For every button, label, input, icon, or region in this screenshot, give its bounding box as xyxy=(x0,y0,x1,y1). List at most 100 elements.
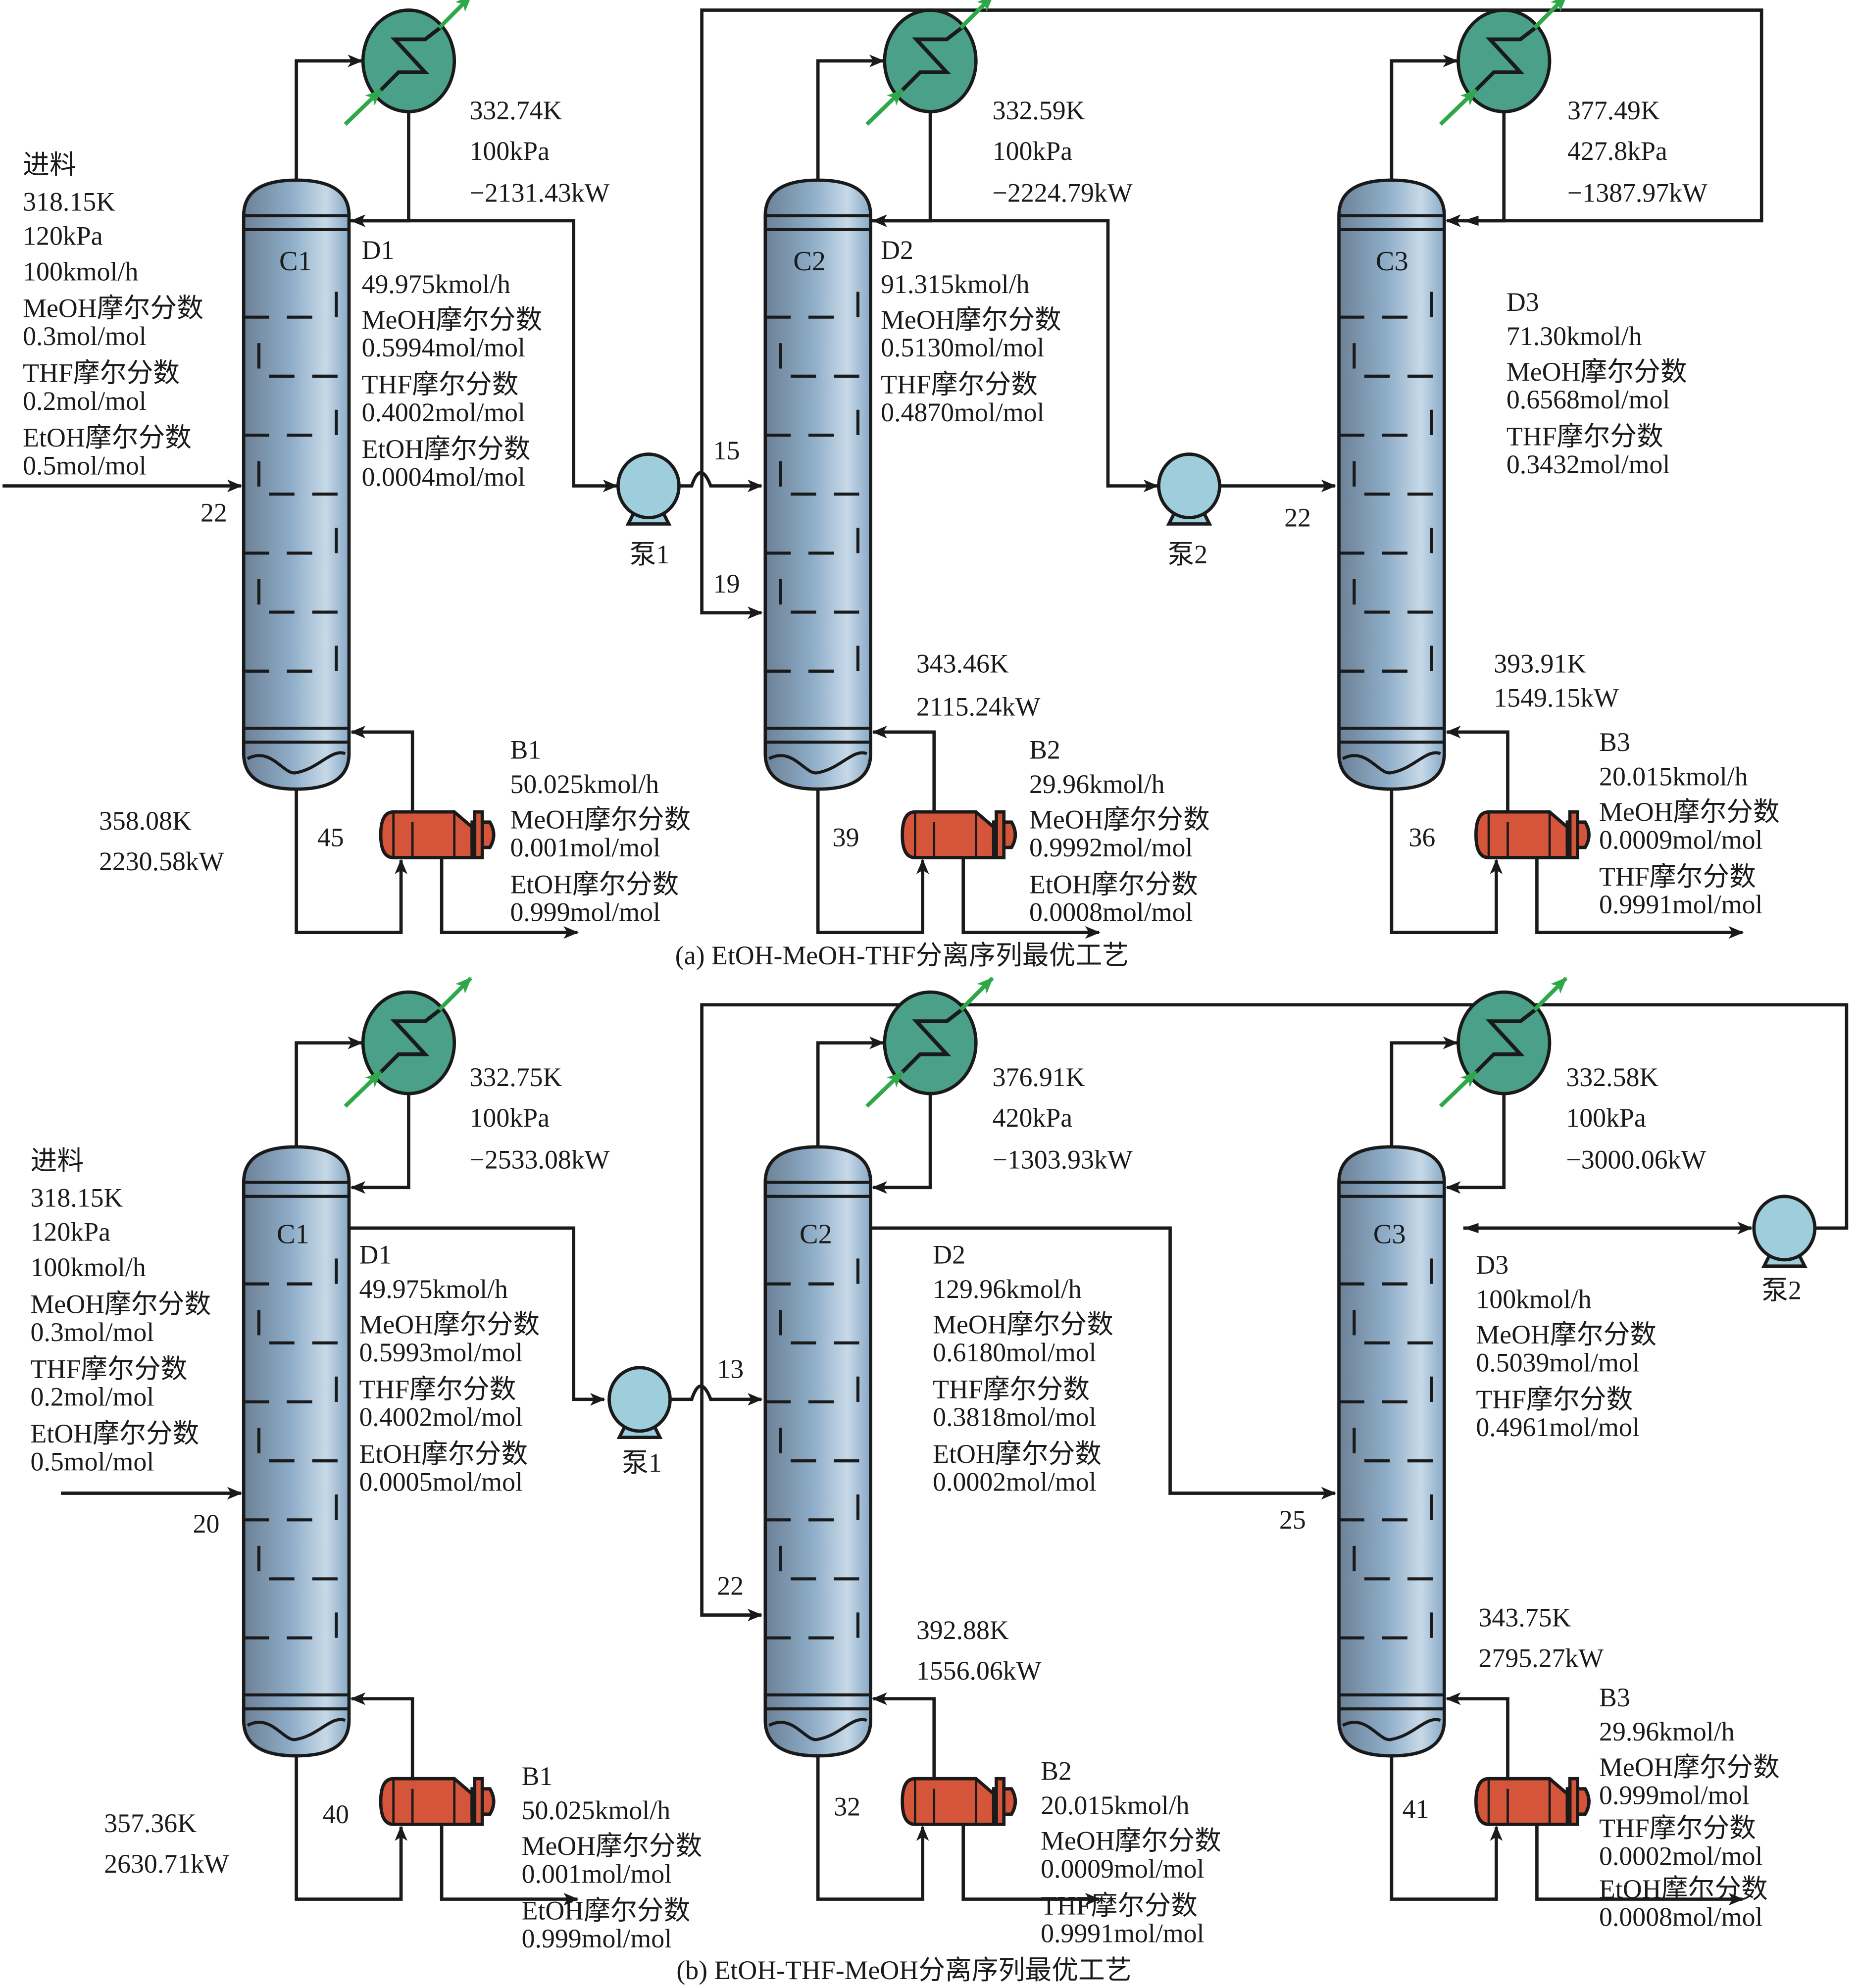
distillate-component-value: 0.6180mol/mol xyxy=(933,1338,1096,1367)
tray xyxy=(1353,461,1445,496)
reboiler-temperature: 358.08K xyxy=(99,806,192,836)
condenser-coil xyxy=(897,1007,965,1078)
reflux-line xyxy=(872,111,932,227)
sump-liquid-line xyxy=(768,751,867,775)
bottoms-component-value: 0.001mol/mol xyxy=(522,1859,672,1889)
bottoms-component-value: 0.0002mol/mol xyxy=(1599,1841,1762,1871)
tray xyxy=(257,1428,349,1463)
tray xyxy=(244,1605,338,1640)
feed-stage-number: 22 xyxy=(201,497,227,527)
tray xyxy=(765,1487,860,1522)
sump-liquid-line xyxy=(768,1718,867,1741)
tray xyxy=(765,1250,860,1286)
reflux-line xyxy=(872,1093,932,1194)
reboiler-2 xyxy=(901,1777,1017,1826)
distillate-component-label: THF摩尔分数 xyxy=(359,1374,516,1404)
tray xyxy=(257,1545,349,1581)
feed-temperature: 318.15K xyxy=(23,187,115,216)
distillate-component-label: EtOH摩尔分数 xyxy=(933,1439,1102,1469)
bottoms-component-value: 0.001mol/mol xyxy=(510,833,661,862)
bottoms-name: B2 xyxy=(1029,735,1060,765)
distillate-component-value: 0.4961mol/mol xyxy=(1476,1412,1639,1442)
feed-stage-number: 20 xyxy=(193,1509,220,1539)
reboiler-feed-line xyxy=(1390,1755,1503,1901)
coolant-in-arrow-icon xyxy=(865,1070,904,1108)
condenser-pressure: 100kPa xyxy=(1566,1103,1646,1133)
distillate-component-value: 0.3818mol/mol xyxy=(933,1402,1096,1432)
tray xyxy=(765,402,860,437)
bottoms-component-value: 0.9991mol/mol xyxy=(1041,1919,1204,1948)
distillate-component-label: THF摩尔分数 xyxy=(1476,1385,1633,1414)
distillate-component-value: 0.5994mol/mol xyxy=(362,333,525,362)
coolant-out-arrow-icon xyxy=(1533,0,1567,30)
tray xyxy=(244,1250,338,1286)
distillate-component-label: MeOH摩尔分数 xyxy=(1506,357,1687,387)
d1-to-pump1-line xyxy=(349,219,618,493)
coolant-out-arrow-icon xyxy=(959,977,994,1011)
column-c3 xyxy=(1337,1145,1446,1758)
figure-caption: (b) EtOH-THF-MeOH分离序列最优工艺 xyxy=(676,1955,1131,1985)
sump-liquid-line xyxy=(247,751,346,775)
distillate-name: D3 xyxy=(1476,1250,1508,1280)
condenser-temperature: 332.75K xyxy=(470,1062,562,1092)
tray xyxy=(1339,1487,1433,1522)
total-stages-number: 41 xyxy=(1403,1794,1429,1824)
tray xyxy=(244,520,338,555)
overhead-vapor-line xyxy=(295,54,363,180)
bottoms-component-label: EtOH摩尔分数 xyxy=(1029,869,1198,899)
condenser-pressure: 100kPa xyxy=(993,136,1073,166)
reboiler-duty: 2115.24kW xyxy=(916,692,1041,721)
column-c1 xyxy=(242,1145,351,1758)
total-stages-number: 45 xyxy=(317,822,344,852)
reboiler-feed-line xyxy=(295,1755,407,1901)
column-name: C3 xyxy=(1376,246,1408,277)
reboiler-feed-line xyxy=(816,789,929,935)
condenser-temperature: 377.49K xyxy=(1567,96,1660,125)
reboiler-temperature: 357.36K xyxy=(104,1808,197,1838)
reboiler-1 xyxy=(379,1777,496,1826)
condenser-coil xyxy=(897,25,965,96)
reboiler-duty: 1549.15kW xyxy=(1494,683,1619,713)
bottoms-name: B3 xyxy=(1599,1683,1630,1712)
reboiler-feed-line xyxy=(1390,789,1503,935)
reboiler-feed-line xyxy=(816,1755,929,1901)
bottoms-component-label: MeOH摩尔分数 xyxy=(1041,1826,1221,1856)
distillate-name: D1 xyxy=(362,235,395,265)
distillate-component-value: 0.0002mol/mol xyxy=(933,1467,1096,1496)
recycle-line xyxy=(700,1003,1849,1622)
reboiler-3 xyxy=(1474,810,1591,859)
distillate-component-label: THF摩尔分数 xyxy=(362,369,519,399)
column-c1 xyxy=(242,178,351,791)
bottoms-component-label: MeOH摩尔分数 xyxy=(510,805,691,835)
tray xyxy=(244,1369,338,1404)
tray xyxy=(1353,1428,1445,1463)
label-layer: 进料318.15K120kPa100kmol/hMeOH摩尔分数0.3mol/m… xyxy=(23,96,1802,1985)
feed-stage-number: 25 xyxy=(1279,1505,1306,1535)
boilup-line xyxy=(350,725,414,812)
figure-caption: (a) EtOH-MeOH-THF分离序列最优工艺 xyxy=(675,941,1129,970)
feed-stage-number: 19 xyxy=(713,569,740,598)
feed-title: 进料 xyxy=(31,1146,84,1176)
column-name: C2 xyxy=(800,1219,832,1250)
reboiler-2 xyxy=(901,810,1017,859)
coolant-in-arrow-icon xyxy=(1439,1070,1478,1108)
reflux-line xyxy=(1445,111,1506,227)
tray xyxy=(257,461,349,496)
reboiler-duty: 2795.27kW xyxy=(1479,1643,1604,1673)
pipe-layer xyxy=(2,8,1849,1906)
condenser-1 xyxy=(344,977,472,1108)
distillate-component-label: THF摩尔分数 xyxy=(881,369,1038,399)
pump-icon xyxy=(607,1366,672,1433)
condenser-temperature: 376.91K xyxy=(993,1062,1085,1092)
condenser-coil xyxy=(375,1007,443,1078)
boilup-line xyxy=(872,725,936,812)
bottoms-component-label: MeOH摩尔分数 xyxy=(522,1831,703,1861)
distillate-component-value: 0.4870mol/mol xyxy=(881,398,1044,427)
bottoms-component-value: 0.0008mol/mol xyxy=(1599,1902,1762,1932)
distillate-component-label: THF摩尔分数 xyxy=(1506,422,1663,451)
feed-title: 进料 xyxy=(23,150,76,180)
reboiler-flange xyxy=(995,1777,1006,1826)
sump-liquid-line xyxy=(1342,1718,1441,1741)
sump-liquid-line xyxy=(247,1718,346,1741)
condenser-coil xyxy=(1470,25,1538,96)
